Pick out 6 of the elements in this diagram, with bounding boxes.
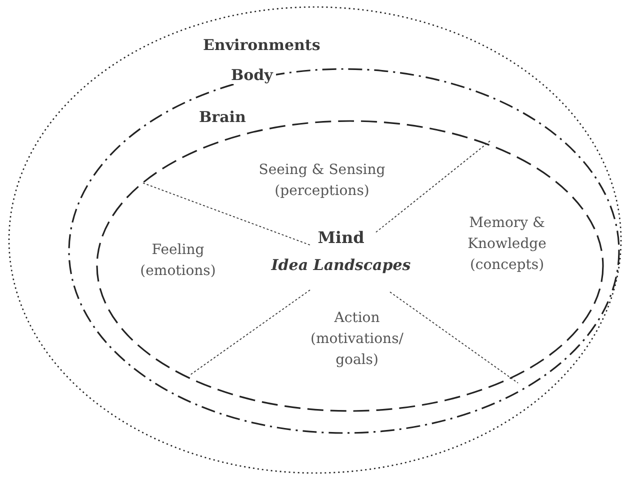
mind-label: Idea Landscapes bbox=[270, 255, 412, 276]
region-label: Feeling (emotions) bbox=[139, 241, 217, 281]
region-label: Action (motivations/ goals) bbox=[310, 309, 404, 370]
mind-label: Mind bbox=[316, 227, 366, 249]
region-label: Seeing & Sensing (perceptions) bbox=[258, 161, 386, 201]
region-label: Memory & Knowledge (concepts) bbox=[466, 214, 548, 275]
